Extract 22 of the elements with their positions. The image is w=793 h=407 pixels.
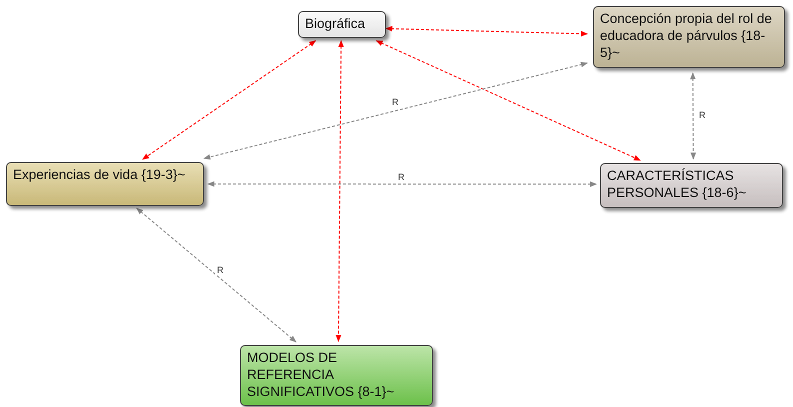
arrow bbox=[690, 72, 696, 160]
node-text: CARACTERÍSTICAS PERSONALES {18-6}~ bbox=[607, 167, 748, 201]
concept-box bbox=[6, 162, 204, 206]
arrow bbox=[203, 62, 588, 160]
node-text: Experiencias de vida {19-3}~ bbox=[13, 166, 186, 183]
edge-label: R bbox=[697, 110, 708, 120]
arrow bbox=[136, 208, 296, 342]
edge-label: R bbox=[215, 265, 226, 275]
node-text: Concepción propia del rol de educadora de párvulos {18-5}~ bbox=[600, 10, 773, 61]
concept-box bbox=[600, 163, 783, 208]
concept-box bbox=[298, 11, 386, 38]
concept-box bbox=[240, 345, 433, 406]
node-text: MODELOS DE REFERENCIA SIGNIFICATIVOS {8-1}~ bbox=[247, 349, 396, 400]
arrow bbox=[336, 40, 344, 342]
node-text: Biográfica bbox=[305, 15, 366, 32]
arrow bbox=[207, 181, 598, 187]
concept-box bbox=[593, 6, 785, 68]
arrow bbox=[376, 40, 641, 161]
edge-label: R bbox=[396, 172, 406, 182]
edge-label: R bbox=[390, 97, 400, 107]
arrow bbox=[142, 40, 316, 160]
arrow bbox=[385, 26, 588, 37]
